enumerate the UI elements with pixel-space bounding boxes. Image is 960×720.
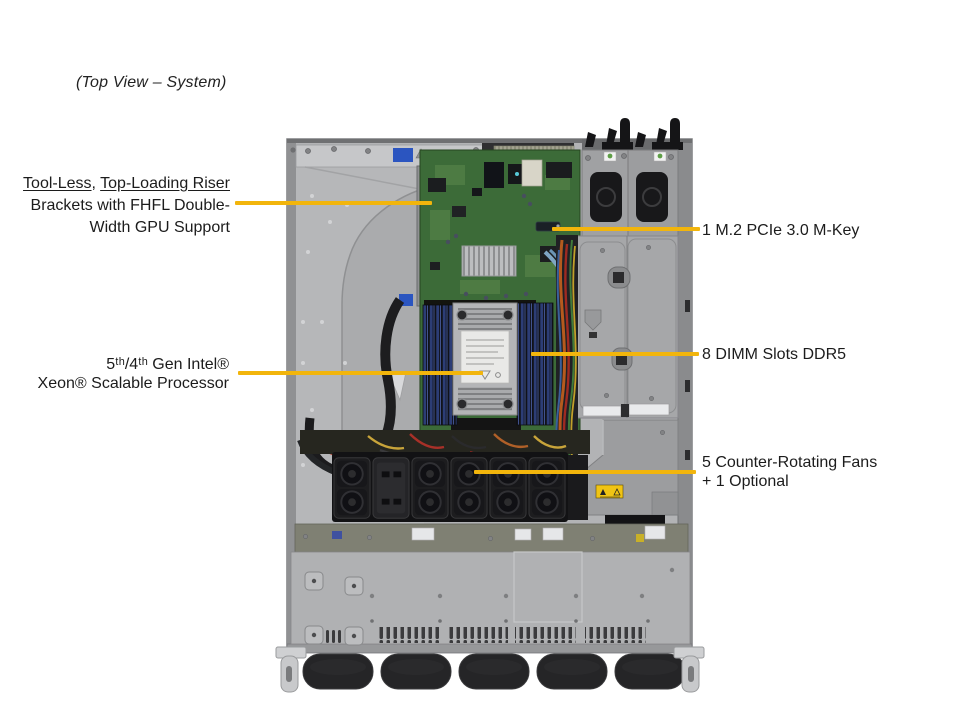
dimm-slots-right <box>516 302 554 426</box>
blue-sticker <box>393 148 413 162</box>
vent-slots-4 <box>585 627 646 643</box>
leader-line-riser <box>235 201 432 205</box>
vent-slots-2 <box>447 627 508 643</box>
rack-ear-left <box>275 646 307 693</box>
warning-sticker <box>595 484 624 499</box>
callout-riser-separator: , <box>91 175 101 192</box>
psu-fan-opening-2 <box>636 172 668 222</box>
callout-fans-line-1: 5 Counter-Rotating Fans <box>702 454 878 471</box>
callout-m2: 1 M.2 PCIe 3.0 M-Key <box>702 222 860 239</box>
leader-line-dimm <box>531 352 699 356</box>
psu-fan-opening-1 <box>590 172 622 222</box>
callout-dimm: 8 DIMM Slots DDR5 <box>702 346 847 363</box>
fan-1 <box>333 456 372 520</box>
callout-riser-underlined-1: Tool-Less <box>23 175 92 192</box>
power-distribution-strip <box>294 523 689 553</box>
fan-row <box>300 430 590 522</box>
fan-4 <box>489 456 528 520</box>
fan-slot-optional <box>372 457 410 519</box>
callout-fans-line-2: + 1 Optional <box>702 473 789 490</box>
ribbon-cable <box>380 297 405 438</box>
callout-fans: 5 Counter-Rotating Fans + 1 Optional <box>702 453 877 491</box>
figure-title: (Top View – System) <box>76 74 227 91</box>
psu-handle-2 <box>635 118 683 150</box>
callout-riser-line-2: Brackets with FHFL Double- <box>30 197 230 214</box>
callout-riser-brackets: Tool-Less, Top-Loading Riser Brackets wi… <box>18 173 230 239</box>
callout-riser-underlined-2: Top-Loading Riser <box>100 175 230 192</box>
callout-processor-line-2: Xeon® Scalable Processor <box>37 375 229 392</box>
fan-5 <box>528 456 567 520</box>
leader-line-processor <box>238 371 483 375</box>
vent-slots-1 <box>378 627 439 643</box>
leader-line-m2 <box>552 227 700 231</box>
callout-processor: 5ᵗʰ/4ᵗʰ Gen Intel® Xeon® Scalable Proces… <box>27 355 229 393</box>
chipset-heatsink <box>461 245 517 277</box>
cpu-heatsink <box>452 302 518 416</box>
callout-processor-line-1: 5ᵗʰ/4ᵗʰ Gen Intel® <box>106 356 229 373</box>
psu-modules <box>581 118 683 237</box>
leader-line-fans <box>474 470 696 474</box>
psu-handle-1 <box>585 118 633 150</box>
callout-riser-line-3: Width GPU Support <box>89 219 231 236</box>
thumb-screw-plates <box>304 571 364 646</box>
fan-3 <box>450 456 489 520</box>
vent-slots-3 <box>515 627 576 643</box>
fan-2 <box>411 456 450 520</box>
dimm-slots-left <box>422 304 458 426</box>
front-drive-bays <box>302 653 686 690</box>
io-port-stack <box>484 162 504 188</box>
rack-ear-right <box>673 646 705 693</box>
lower-front-cover <box>290 551 691 646</box>
psu-bay-cover <box>576 235 679 419</box>
cpu-heatsink-label <box>460 330 510 384</box>
